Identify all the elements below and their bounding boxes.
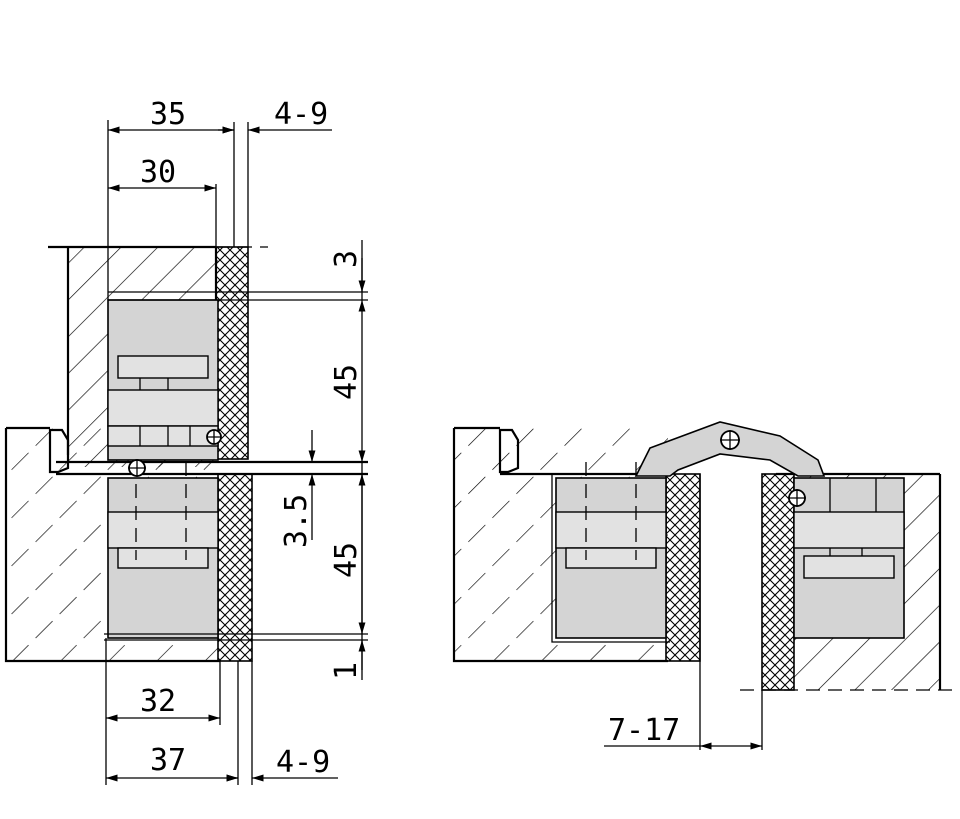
closed-view [4,120,368,785]
dim-4-9-top: 4-9 [274,97,328,132]
dim-7-17: 7-17 [608,713,680,748]
upper-hinge-body [107,299,222,461]
dim-45-lower: 45 [329,542,364,578]
open-view [452,421,960,750]
dim-3-5: 3.5 [279,494,314,548]
dim-32: 32 [140,684,176,719]
dim-45-upper: 45 [329,364,364,400]
dim-3: 3 [329,250,364,268]
dim-30: 30 [140,155,176,190]
lower-hinge-body [107,459,219,639]
seal-profile [48,428,70,474]
open-view-dimensions: 7-17 [604,713,762,750]
open-hinge-left [551,462,670,643]
hinge-arm-link [634,421,826,477]
open-panel-right [761,473,795,691]
upper-panel [215,246,249,460]
open-panel-left [665,473,701,662]
open-hinge-right [788,477,905,639]
dim-4-9-bottom: 4-9 [276,745,330,780]
dim-1: 1 [329,662,364,680]
lower-panel [217,473,253,662]
dim-37: 37 [150,743,186,778]
seal-profile [498,428,520,474]
dim-35: 35 [150,97,186,132]
closed-view-dimensions: 35 4-9 30 3 45 3.5 45 1 32 37 4-9 [106,97,366,782]
